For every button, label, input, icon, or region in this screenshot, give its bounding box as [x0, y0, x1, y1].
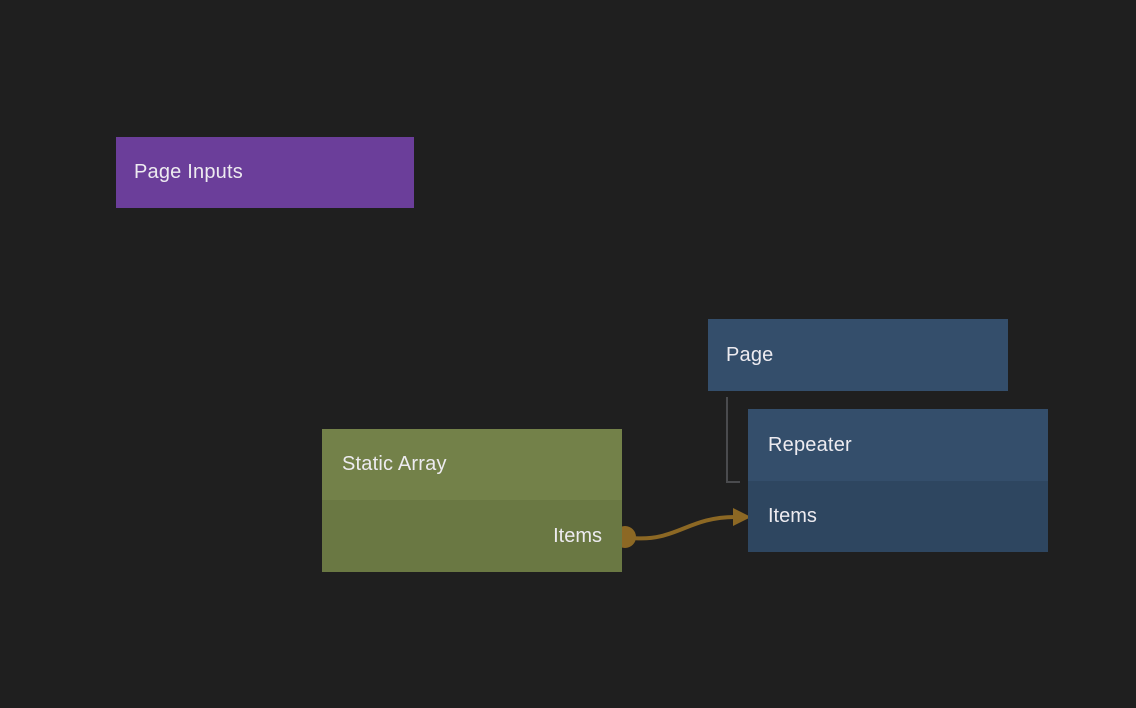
repeater-items-input-port[interactable]: Items — [748, 481, 1048, 552]
node-title: Page Inputs — [134, 161, 243, 183]
page-repeater-hierarchy-line — [726, 397, 740, 483]
node-title: Static Array — [342, 453, 447, 475]
static-array-items-output-port[interactable]: Items — [322, 500, 622, 572]
node-static-array[interactable]: Static Array Items — [322, 429, 622, 572]
input-port-label: Items — [768, 505, 817, 527]
node-page[interactable]: Page — [708, 319, 1008, 391]
node-static-array-header[interactable]: Static Array — [322, 429, 622, 500]
items-connection-wire[interactable] — [630, 515, 737, 541]
node-repeater[interactable]: Repeater Items — [748, 409, 1048, 552]
node-page-inputs[interactable]: Page Inputs — [116, 137, 414, 208]
node-title: Page — [726, 343, 774, 366]
node-page-header[interactable]: Page — [708, 319, 1008, 391]
node-title: Repeater — [768, 433, 852, 456]
node-page-inputs-header[interactable]: Page Inputs — [116, 137, 414, 208]
output-port-label: Items — [553, 524, 602, 547]
node-repeater-header[interactable]: Repeater — [748, 409, 1048, 481]
